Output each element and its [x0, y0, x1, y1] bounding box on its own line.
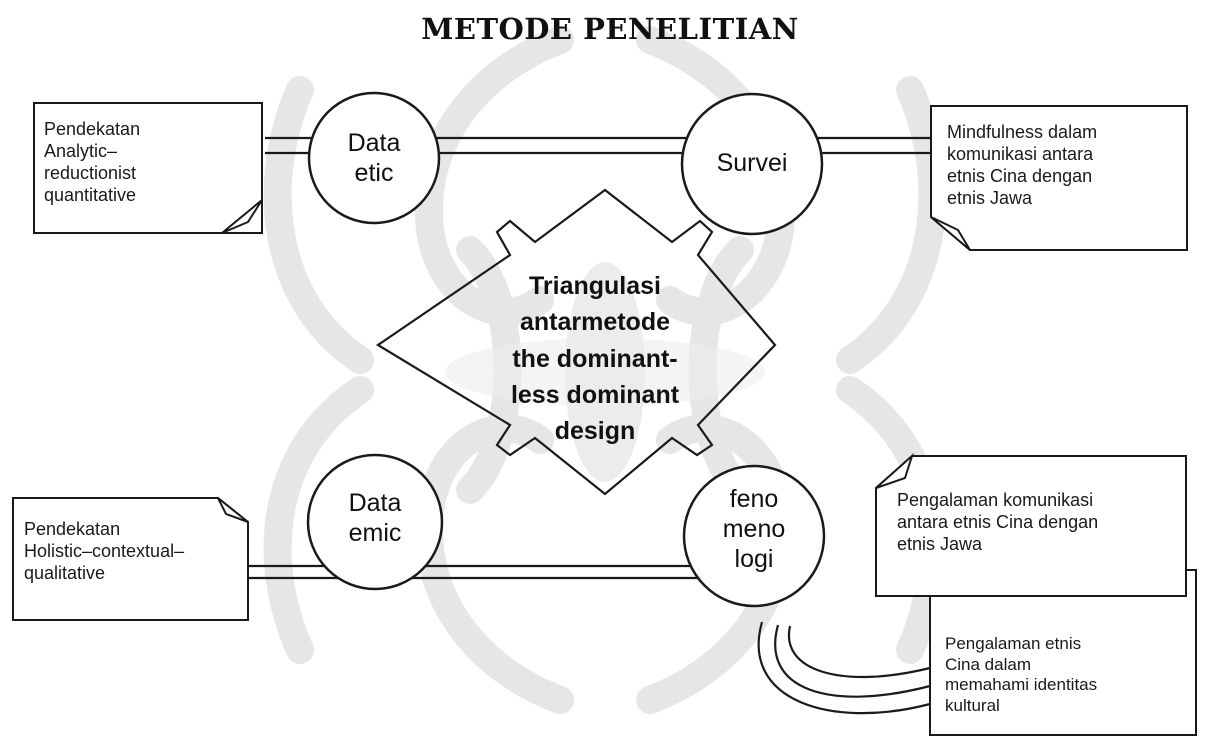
note-mindfulness-text: Mindfulness dalam komunikasi antara etni…: [947, 122, 1098, 208]
node-label-survei: Survei: [716, 149, 788, 177]
triangulation-diamond: [375, 188, 777, 496]
node-label-data-etic: Data etic: [347, 129, 401, 187]
node-circle-survei: [680, 92, 824, 236]
note-fold-holistic: [217, 497, 249, 523]
node-label-fenomenologi: feno meno logi: [722, 485, 786, 573]
note-pengalaman-komunikasi-text: Pengalaman komunikasi antara etnis Cina …: [897, 490, 1099, 554]
note-analytic-text: Pendekatan Analytic– reductionist quanti…: [44, 119, 141, 205]
node-circle-data-emic: [306, 453, 444, 591]
curve-link-1: [757, 621, 931, 715]
curve-link-2: [774, 624, 931, 698]
node-circle-fenomenologi: [682, 464, 826, 608]
note-fold-mindfulness: [930, 216, 971, 251]
note-fold-analytic: [221, 199, 263, 234]
node-circle-data-etic: [307, 91, 441, 225]
note-box-mindfulness: [930, 105, 1188, 251]
curve-link-3: [787, 625, 931, 679]
diagram-title: METODE PENELITIAN: [421, 12, 799, 46]
note-fold-pengalaman-komunikasi: [875, 452, 915, 489]
center-triangulation-label: Triangulasi antarmetode the dominant- le…: [510, 272, 680, 445]
node-label-data-emic: Data emic: [348, 489, 402, 547]
note-pengalaman-identitas-text: Pengalaman etnis Cina dalam memahami ide…: [945, 634, 1098, 716]
note-holistic-text: Pendekatan Holistic–contextual– qualitat…: [24, 519, 185, 583]
note-box-holistic: [12, 497, 249, 621]
note-box-analytic: [33, 102, 263, 234]
